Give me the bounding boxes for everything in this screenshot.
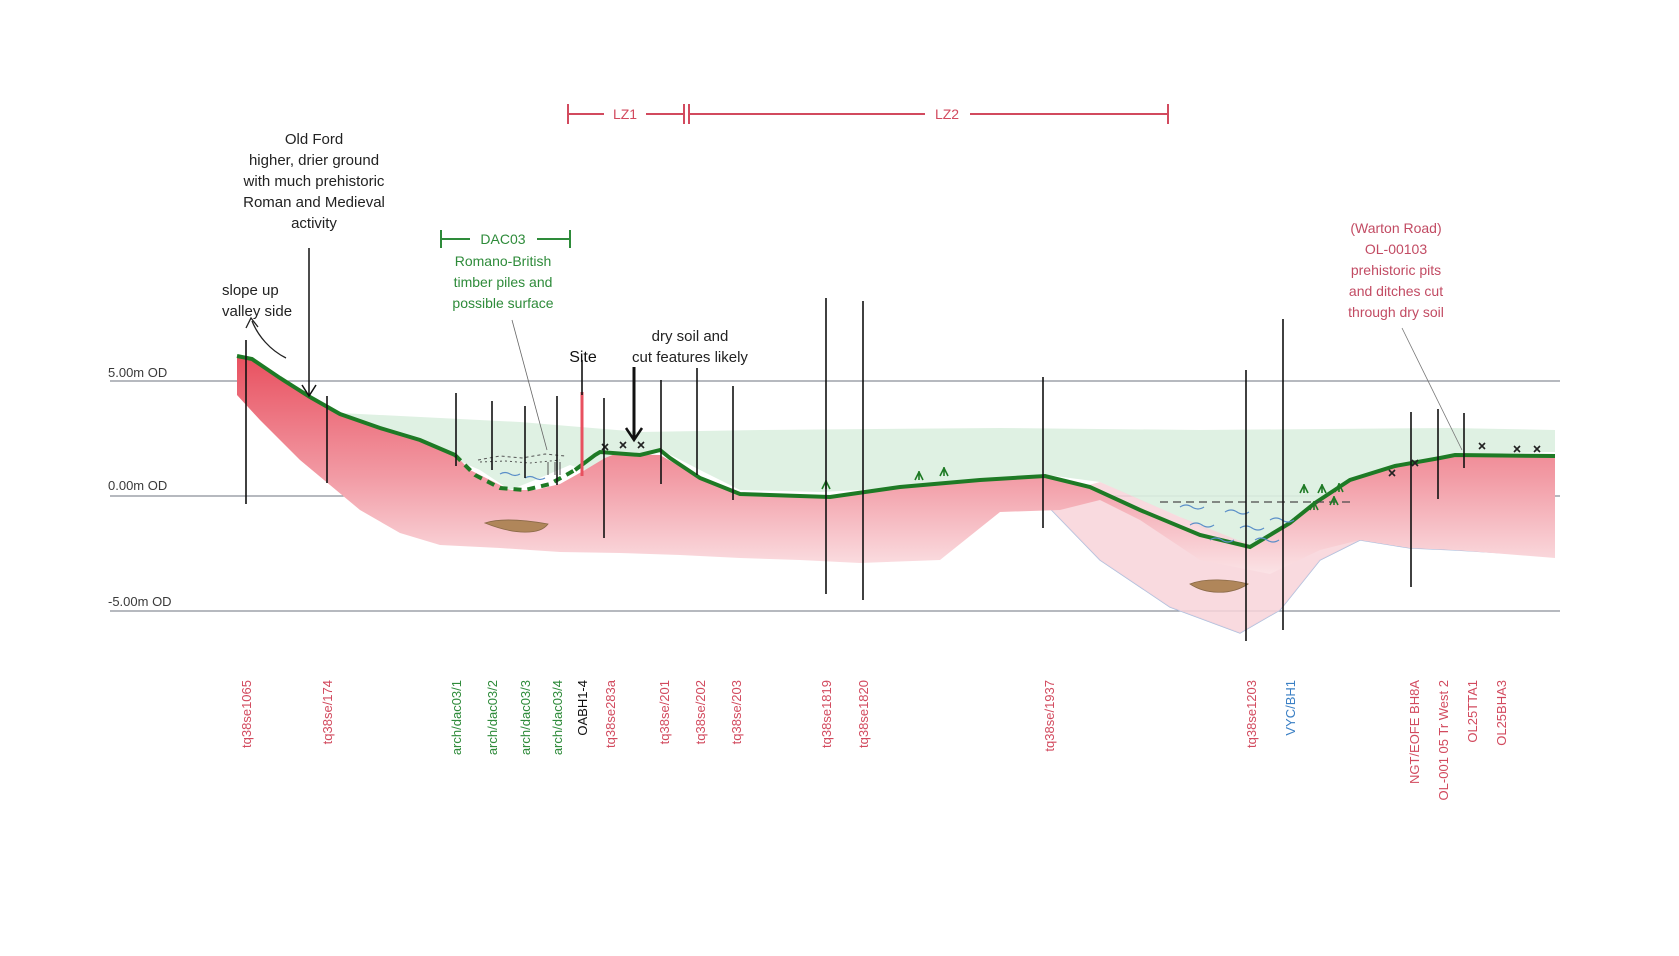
- old-ford-line: Roman and Medieval: [243, 194, 385, 211]
- borehole-labels: tq38se1065 tq38se/174 arch/dac03/1 arch/dac…: [239, 679, 1509, 800]
- dac03-desc-line: Romano-British: [455, 253, 551, 269]
- borehole-label: arch/dac03/1: [449, 680, 464, 755]
- borehole-label: tq38se/203: [729, 680, 744, 744]
- warton-line: OL-00103: [1365, 241, 1427, 257]
- borehole-label: tq38se/201: [657, 680, 672, 744]
- borehole-label: arch/dac03/4: [550, 680, 565, 755]
- warton-leader-line: [1401, 327, 1463, 451]
- borehole-label: OABH1-4: [575, 680, 590, 736]
- sediment-deposit: [237, 356, 1555, 574]
- borehole-label: tq38se/202: [693, 680, 708, 744]
- borehole-lines: [245, 298, 1465, 641]
- dac03-leader-line: [511, 319, 548, 451]
- organic-lens-2: [1189, 579, 1249, 593]
- cut-feature-marks: [601, 441, 1541, 477]
- borehole-label: tq38se/1937: [1042, 680, 1057, 752]
- dry-soil-line: dry soil and: [652, 328, 729, 345]
- site-label: Site: [569, 349, 597, 366]
- zone-label-lz2: LZ2: [935, 106, 959, 122]
- borehole-label: OL-001 05 Tr West 2: [1436, 680, 1451, 800]
- slope-annotation: slope up valley side: [222, 282, 292, 320]
- dac03-desc-line: timber piles and: [454, 274, 553, 290]
- organic-lens-1: [483, 519, 549, 533]
- zone-label-lz1: LZ1: [613, 106, 637, 122]
- slope-line: valley side: [222, 303, 292, 320]
- dac03-bar: [440, 230, 571, 248]
- old-ford-annotation: Old Ford higher, drier ground with much …: [243, 131, 385, 232]
- landscape-zone-bar: [567, 104, 1169, 124]
- borehole-label: OL25TTA1: [1465, 680, 1480, 743]
- ground-surface-line-2: [573, 447, 1556, 550]
- borehole-label: VYC/BH1: [1283, 680, 1298, 736]
- dry-soil-line: cut features likely: [632, 349, 748, 366]
- vegetation-marks: [821, 467, 1344, 511]
- borehole-label: NGT/EOFE BH8A: [1407, 680, 1422, 784]
- dac03-desc-line: possible surface: [452, 295, 553, 311]
- warton-line: through dry soil: [1348, 304, 1444, 320]
- dry-soil-annotation: dry soil and cut features likely: [632, 328, 748, 366]
- warton-annotation: (Warton Road) OL-00103 prehistoric pits …: [1348, 220, 1444, 320]
- borehole-label: tq38se1820: [856, 680, 871, 748]
- water-symbols: [499, 471, 1295, 543]
- datum-label-zero: 0.00m OD: [108, 478, 167, 493]
- old-ford-line: Old Ford: [285, 131, 343, 148]
- ground-surface-line: [236, 354, 456, 457]
- old-ford-line: higher, drier ground: [249, 152, 379, 169]
- warton-line: prehistoric pits: [1351, 262, 1441, 278]
- borehole-label: arch/dac03/2: [485, 680, 500, 755]
- borehole-label: tq38se283a: [603, 679, 618, 748]
- old-ford-arrowhead: [301, 384, 317, 398]
- old-ford-line: activity: [291, 215, 337, 232]
- borehole-label: tq38se1065: [239, 680, 254, 748]
- dry-soil-arrowhead: [624, 427, 644, 443]
- datum-label-minus5: -5.00m OD: [108, 594, 172, 609]
- old-ford-line: with much prehistoric: [243, 173, 385, 190]
- borehole-label: OL25BHA3: [1494, 680, 1509, 746]
- borehole-label: tq38se1819: [819, 680, 834, 748]
- slope-arrow: [251, 320, 287, 359]
- warton-line: (Warton Road): [1350, 220, 1441, 236]
- dac03-description: Romano-British timber piles and possible…: [452, 253, 553, 311]
- slope-arrowhead: [245, 316, 259, 329]
- borehole-label: tq38se1203: [1244, 680, 1259, 748]
- borehole-label: arch/dac03/3: [518, 680, 533, 755]
- datum-label-plus5: 5.00m OD: [108, 365, 167, 380]
- slope-line: slope up: [222, 282, 279, 299]
- dac03-label: DAC03: [480, 231, 525, 247]
- warton-line: and ditches cut: [1349, 283, 1443, 299]
- borehole-label: tq38se/174: [320, 680, 335, 744]
- dac03-dashed-surface: [453, 453, 576, 493]
